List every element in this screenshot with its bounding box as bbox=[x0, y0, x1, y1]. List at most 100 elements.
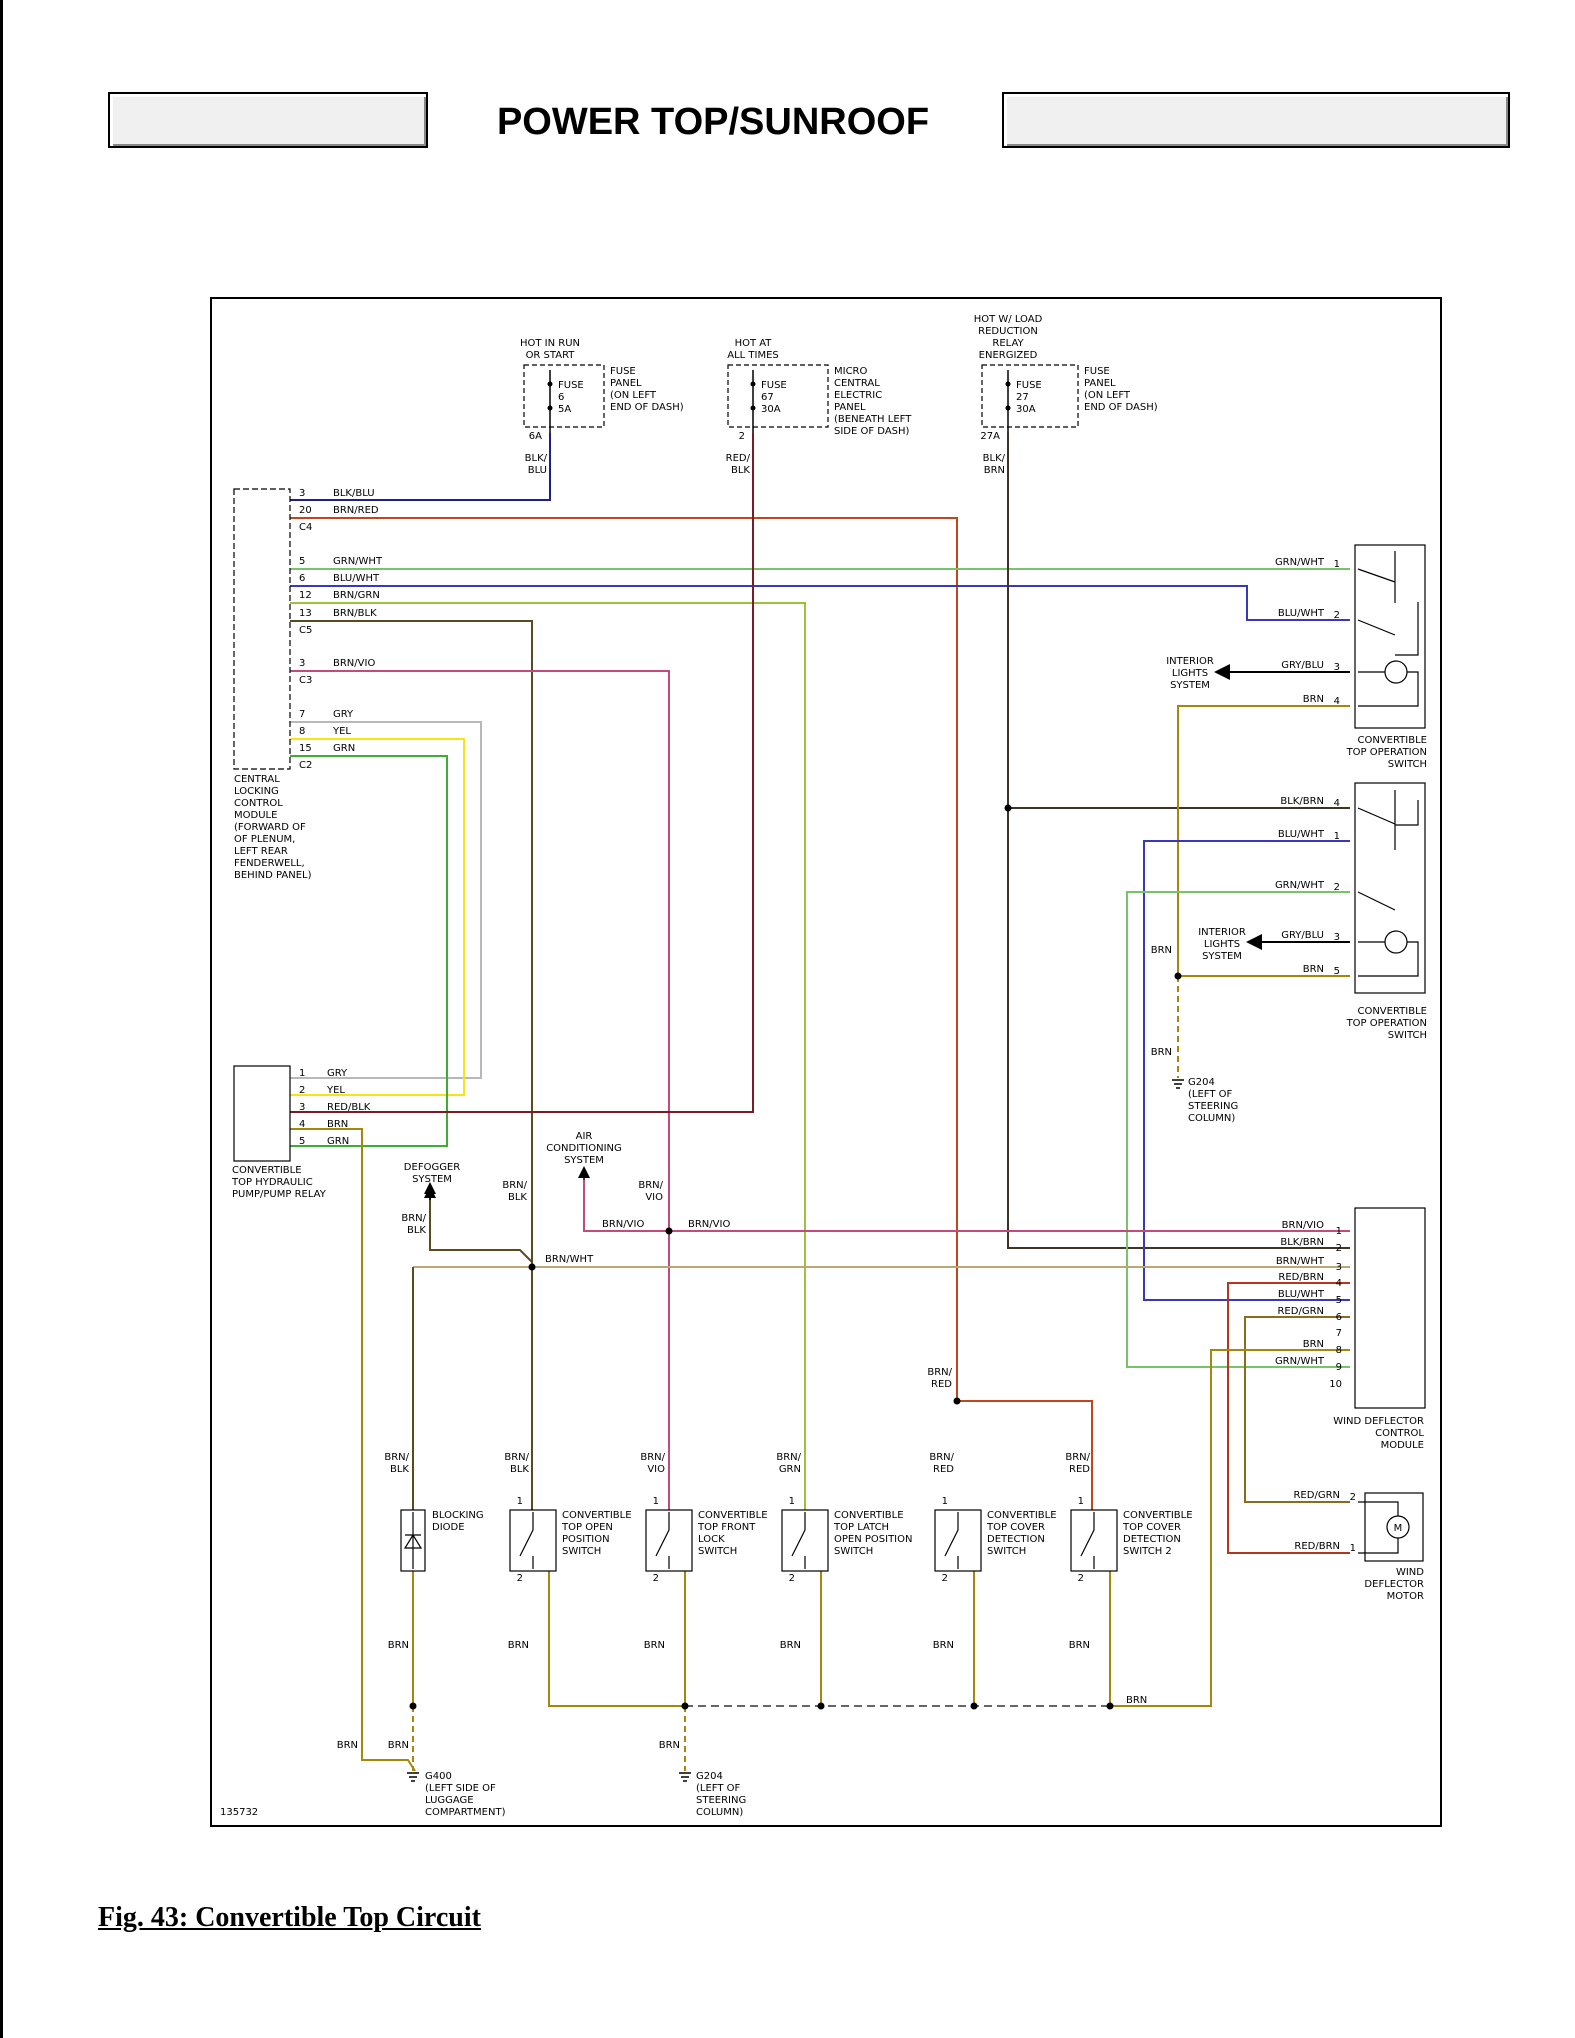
wind-module-pin: 2 bbox=[1336, 1243, 1342, 1254]
ac-arrow-head bbox=[578, 1166, 590, 1178]
wire-gry bbox=[290, 721, 482, 1079]
switch2-lamp-lines bbox=[1358, 941, 1419, 977]
ground-g400-lines bbox=[407, 1772, 419, 1782]
fuse-rating-label: 5A bbox=[558, 404, 571, 415]
switch2-label: SWITCH bbox=[1388, 1030, 1427, 1041]
central-module-wire-label: GRY bbox=[333, 709, 354, 720]
brn-vio-left-label: BRN/VIO bbox=[602, 1219, 644, 1230]
defogger-label: DEFOGGER bbox=[404, 1162, 460, 1173]
g204-top-label: (LEFT OF bbox=[1188, 1089, 1233, 1100]
g204-top-label: G204 bbox=[1188, 1077, 1215, 1088]
bottom-switch-pin-bottom: 2 bbox=[653, 1573, 659, 1584]
wire-brn-vio bbox=[290, 670, 670, 1510]
fuse-rating-label: FUSE bbox=[1016, 380, 1042, 391]
switch1-label: CONVERTIBLE bbox=[1357, 735, 1427, 746]
ac-label: AIR bbox=[576, 1131, 593, 1142]
g400-label: (LEFT SIDE OF bbox=[425, 1783, 496, 1794]
switch2-pin: 2 bbox=[1334, 882, 1340, 893]
fuse-power-label: HOT AT bbox=[735, 338, 773, 349]
wire-brn-red bbox=[290, 517, 958, 1401]
fuse-terminal-label: 6A bbox=[529, 431, 542, 442]
junction-dot bbox=[1106, 1702, 1114, 1710]
switch2-wire-label: GRY/BLU bbox=[1281, 930, 1324, 941]
wind-module-pin: 6 bbox=[1336, 1312, 1342, 1323]
bottom-switch-wire-top: BRN/ bbox=[504, 1452, 529, 1463]
central-module-label: MODULE bbox=[234, 810, 277, 821]
fuse-panel-label: SIDE OF DASH) bbox=[834, 426, 910, 437]
junction-dot bbox=[665, 1227, 673, 1235]
switch1-lights-label: SYSTEM bbox=[1170, 680, 1210, 691]
g400-left-wire-label: BRN bbox=[337, 1740, 358, 1751]
bottom-switch-wire-bottom: BRN bbox=[933, 1640, 954, 1651]
bottom-switch-wire-top: BRN/ bbox=[1065, 1452, 1090, 1463]
blocking-diode-label: BLOCKING bbox=[432, 1510, 484, 1521]
switch2-lights-label: LIGHTS bbox=[1204, 939, 1240, 950]
page-title: POWER TOP/SUNROOF bbox=[496, 101, 930, 143]
central-module-label: LOCKING bbox=[234, 786, 279, 797]
switch2-lamp bbox=[1384, 930, 1408, 954]
junction-dot bbox=[817, 1702, 825, 1710]
wind-module-pin: 5 bbox=[1336, 1295, 1342, 1306]
switch2-contacts bbox=[1357, 790, 1419, 911]
bottom-switch-box-3 bbox=[781, 1509, 829, 1572]
fuse-wire-label: BLU bbox=[528, 465, 547, 476]
brn-vio-right-label: BRN/VIO bbox=[688, 1219, 730, 1230]
bottom-switch-1-contact bbox=[519, 1512, 534, 1569]
switch2-wire-label: BLU/WHT bbox=[1278, 829, 1325, 840]
wire-defogger bbox=[429, 1190, 533, 1263]
pump-relay-label: PUMP/PUMP RELAY bbox=[232, 1189, 327, 1200]
switch1-contacts bbox=[1357, 551, 1419, 656]
junction-dot bbox=[681, 1702, 689, 1710]
bottom-switch-label: CONVERTIBLE bbox=[834, 1510, 904, 1521]
diagram-frame bbox=[210, 297, 1442, 1827]
fuse-panel-label: (ON LEFT bbox=[1084, 390, 1131, 401]
junction-dot bbox=[1174, 972, 1182, 980]
page-left-edge bbox=[0, 0, 3, 2038]
figure-caption: Fig. 43: Convertible Top Circuit bbox=[98, 1902, 481, 1933]
pump-relay-pin: 4 bbox=[299, 1119, 305, 1130]
fuse-rating-label: FUSE bbox=[558, 380, 584, 391]
wire-red-brn-mod bbox=[1227, 1282, 1350, 1554]
bottom-switch-label: SWITCH bbox=[562, 1546, 601, 1557]
wind-motor-label: DEFLECTOR bbox=[1364, 1579, 1424, 1590]
central-module-pin: 12 bbox=[299, 590, 312, 601]
bottom-switch-wire-top: RED bbox=[933, 1464, 954, 1475]
blocking-diode-label: DIODE bbox=[432, 1522, 465, 1533]
central-module-pin: C2 bbox=[299, 760, 312, 771]
wire-blu-wht-1 bbox=[290, 585, 1350, 621]
pump-relay-box bbox=[233, 1065, 291, 1162]
pump-relay-wire-label: GRN bbox=[327, 1136, 349, 1147]
bottom-switch-pin-bottom: 2 bbox=[789, 1573, 795, 1584]
central-module-wire-label: BLU/WHT bbox=[333, 573, 380, 584]
bottom-switch-label: SWITCH bbox=[834, 1546, 873, 1557]
ground-g204-bottom-lines bbox=[679, 1772, 691, 1782]
wind-motor-label: WIND bbox=[1396, 1567, 1424, 1578]
fuse-power-label: RELAY bbox=[992, 338, 1024, 349]
wire-grn bbox=[290, 755, 448, 1147]
pump-relay-wire-label: RED/BLK bbox=[327, 1102, 371, 1113]
bottom-switch-label: LOCK bbox=[698, 1534, 725, 1545]
g400-label: COMPARTMENT) bbox=[425, 1807, 506, 1818]
bottom-switch-box-1 bbox=[509, 1509, 557, 1572]
g204-top-wire-label: BRN bbox=[1151, 1047, 1172, 1058]
bottom-switch-3-contact bbox=[791, 1512, 806, 1569]
wind-module-label: CONTROL bbox=[1375, 1428, 1424, 1439]
brn-red-junction-label: BRN/ bbox=[927, 1367, 952, 1378]
ac-label: CONDITIONING bbox=[546, 1143, 622, 1154]
switch2-wire-label: GRN/WHT bbox=[1275, 880, 1325, 891]
junction-dot bbox=[970, 1702, 978, 1710]
fuse-67-dot-a bbox=[750, 381, 756, 387]
g204-top-label: STEERING bbox=[1188, 1101, 1238, 1112]
wind-module-wire-label: RED/GRN bbox=[1277, 1306, 1324, 1317]
wind-motor-label: MOTOR bbox=[1387, 1591, 1424, 1602]
wind-deflector-motor bbox=[1364, 1492, 1424, 1562]
brn-blk-junction-label: BRN/ bbox=[502, 1180, 527, 1191]
central-module-pin: 3 bbox=[299, 488, 305, 499]
motor-symbol: M bbox=[1394, 1523, 1403, 1534]
wind-deflector-module bbox=[1354, 1207, 1426, 1409]
wind-module-label: MODULE bbox=[1381, 1440, 1424, 1451]
central-module-pin: 5 bbox=[299, 556, 305, 567]
defogger-wire-label: BLK bbox=[407, 1225, 426, 1236]
bottom-switch-wire-bottom: BRN bbox=[644, 1640, 665, 1651]
central-module-pin: C5 bbox=[299, 625, 312, 636]
